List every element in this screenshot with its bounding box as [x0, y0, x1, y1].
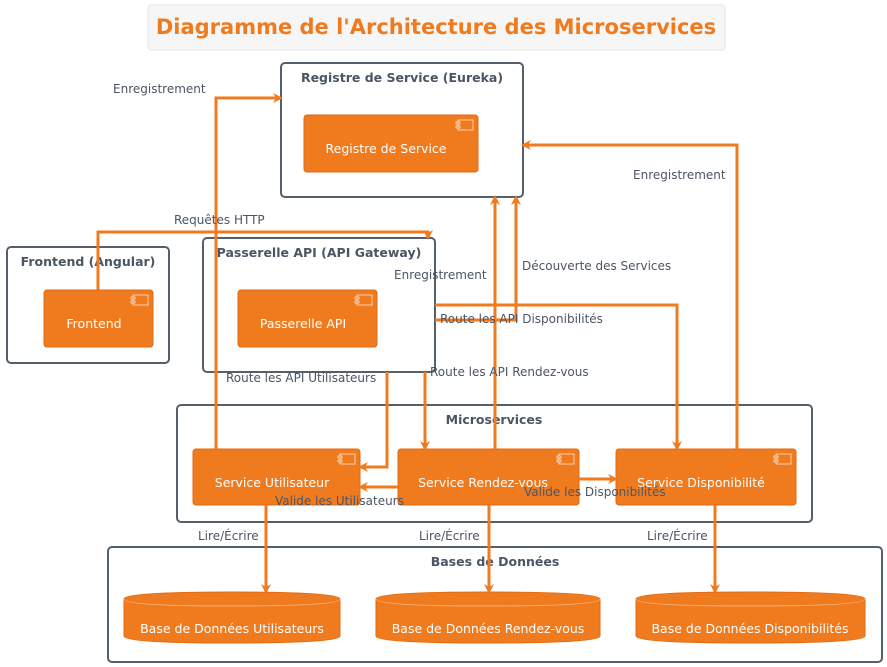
database-availability-label: Base de Données Disponibilités — [651, 621, 848, 636]
component-availability-label: Service Disponibilité — [637, 475, 765, 490]
component-frontend-label: Frontend — [66, 316, 121, 331]
component-icon — [130, 294, 149, 306]
component-frontend: Frontend — [43, 289, 154, 348]
package-databases-label: Bases de Données — [431, 554, 560, 569]
edge-availability-register — [521, 140, 739, 449]
page-title: Diagramme de l'Architecture des Microser… — [156, 15, 716, 39]
edge-label-rw-appointments: Lire/Écrire — [419, 528, 480, 543]
edge-label-rw-users: Lire/Écrire — [198, 528, 259, 543]
edge-label-http: Requêtes HTTP — [174, 213, 265, 227]
edge-gateway-availability — [435, 303, 682, 451]
edge-label-route-users: Route les API Utilisateurs — [226, 371, 376, 385]
edge-label-discovery: Découverte des Services — [522, 259, 671, 273]
component-registry: Registre de Service — [303, 114, 479, 173]
edge-label-availability-register: Enregistrement — [633, 168, 726, 182]
component-icon — [337, 453, 356, 465]
component-icon — [455, 119, 474, 131]
component-gateway: Passerelle API — [237, 289, 378, 348]
edge-frontend-http — [96, 230, 433, 290]
edge-label-users-register: Enregistrement — [113, 82, 206, 96]
edge-gateway-users — [358, 372, 389, 472]
edge-users-register — [214, 93, 283, 449]
component-appointments: Service Rendez-vous — [397, 448, 580, 506]
component-users: Service Utilisateur — [192, 448, 361, 506]
database-appointments-label: Base de Données Rendez-vous — [392, 621, 585, 636]
edge-label-appointments-register: Enregistrement — [394, 268, 487, 282]
component-gateway-label: Passerelle API — [260, 316, 346, 331]
database-availability: Base de Données Disponibilités — [635, 591, 866, 644]
database-users: Base de Données Utilisateurs — [123, 591, 341, 644]
package-frontend-label: Frontend (Angular) — [21, 254, 156, 269]
component-icon — [556, 453, 575, 465]
package-registry-label: Registre de Service (Eureka) — [301, 70, 503, 85]
component-availability: Service Disponibilité — [615, 448, 797, 506]
edge-label-rw-availability: Lire/Écrire — [647, 528, 708, 543]
component-icon — [773, 453, 792, 465]
edge-label-route-appointments: Route les API Rendez-vous — [430, 365, 589, 379]
title-box: Diagramme de l'Architecture des Microser… — [147, 4, 726, 51]
component-users-label: Service Utilisateur — [215, 475, 330, 490]
component-icon — [354, 294, 373, 306]
edge-label-validate-users: Valide les Utilisateurs — [275, 494, 404, 508]
component-registry-label: Registre de Service — [326, 141, 447, 156]
package-gateway-label: Passerelle API (API Gateway) — [217, 245, 422, 260]
database-users-label: Base de Données Utilisateurs — [140, 621, 324, 636]
database-appointments: Base de Données Rendez-vous — [375, 591, 601, 644]
edge-gateway-discovery — [435, 195, 521, 322]
component-appointments-label: Service Rendez-vous — [418, 475, 548, 490]
edge-label-route-availability: Route les API Disponibilités — [440, 312, 603, 326]
edge-label-validate-availability: Valide les Disponibilités — [524, 485, 666, 499]
